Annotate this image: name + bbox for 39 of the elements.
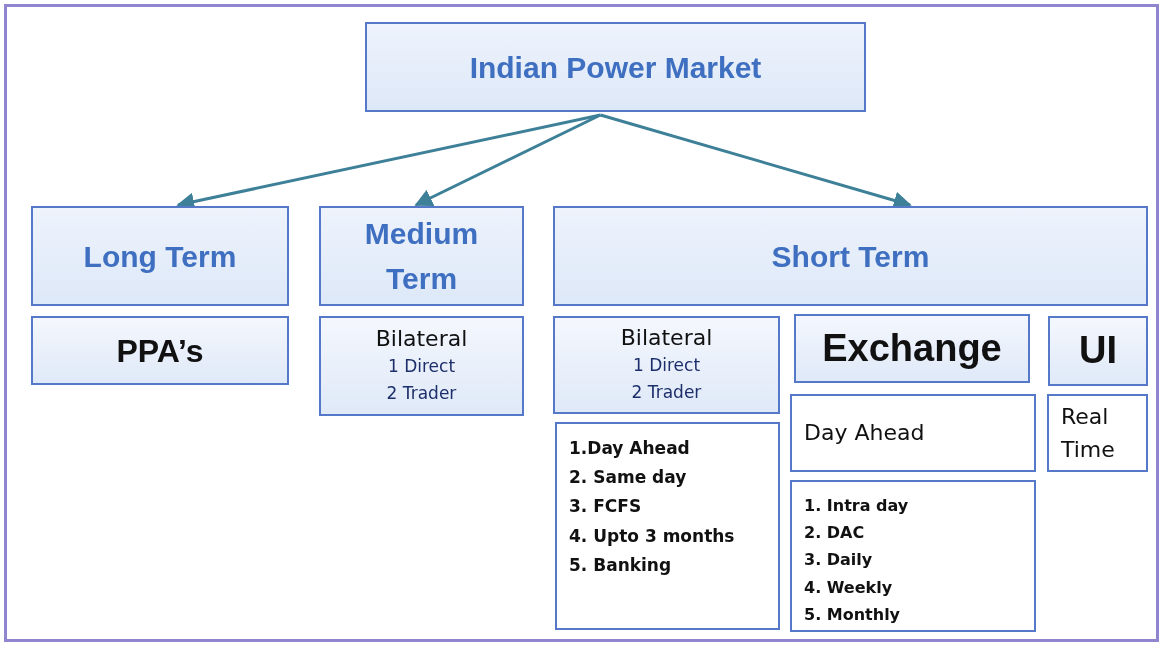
list-item: 3. FCFS — [569, 495, 643, 519]
box-label: Bilateral — [375, 325, 468, 353]
category-box — [31, 206, 289, 306]
arrow — [414, 113, 602, 207]
list-item: 2. Same day — [569, 466, 688, 490]
box-label: UI — [1079, 328, 1117, 374]
box-label: PPA’s — [116, 331, 204, 371]
box-sublabel: 1 Direct — [632, 353, 701, 377]
box-label: Medium Term — [363, 216, 480, 297]
category-box — [794, 314, 1030, 383]
category-box — [1048, 316, 1148, 386]
category-box — [790, 394, 1036, 472]
box-label: Short Term — [771, 238, 930, 275]
box-sublabel: 1 Direct — [387, 354, 456, 378]
box-sublabel: 2 Trader — [631, 380, 702, 404]
list-item: 2. DAC — [804, 522, 865, 545]
box-label: Real Time — [1061, 403, 1116, 464]
box-label: Bilateral — [620, 324, 713, 352]
category-box — [319, 206, 524, 306]
list-item: 1. Intra day — [804, 495, 909, 517]
category-box — [365, 22, 866, 112]
box-label: Exchange — [822, 325, 1002, 371]
category-box — [31, 316, 289, 385]
list-item: 3. Daily — [804, 549, 873, 572]
list-item: 5. Monthly — [804, 603, 901, 626]
box-label: Day Ahead — [804, 419, 925, 447]
list-item: 4. Weekly — [804, 576, 893, 599]
list-item: 1.Day Ahead — [569, 437, 691, 460]
list-item: 4. Upto 3 months — [569, 524, 736, 548]
box-label: Long Term — [83, 238, 237, 275]
list-box — [555, 422, 780, 630]
category-box — [553, 206, 1148, 306]
category-box — [1047, 394, 1148, 472]
category-box — [319, 316, 524, 416]
category-box — [553, 316, 780, 414]
list-item: 5. Banking — [569, 553, 673, 577]
box-label: Indian Power Market — [469, 49, 762, 86]
list-box — [790, 480, 1036, 632]
box-sublabel: 2 Trader — [386, 381, 457, 405]
